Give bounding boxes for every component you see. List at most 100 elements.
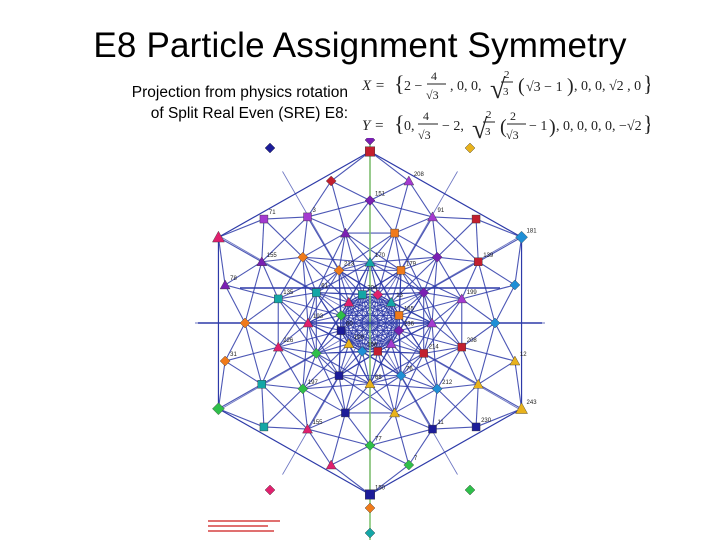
diagram-edge <box>391 292 424 303</box>
diagram-edge <box>330 412 346 466</box>
node-label: 226 <box>283 338 294 344</box>
diagram-edge <box>398 298 462 316</box>
svg-text:{: { <box>394 111 405 136</box>
diagram-edge <box>302 257 309 324</box>
node-label: 213 <box>344 261 355 267</box>
diagram-edge <box>377 351 396 414</box>
particle-node <box>272 341 284 352</box>
diagram-edge <box>263 426 308 430</box>
diagram-edge <box>278 298 342 316</box>
diagram-edge <box>477 236 522 263</box>
particle-node <box>212 402 225 416</box>
diagram-edge <box>477 360 516 385</box>
diagram-edge <box>369 375 402 385</box>
diagram-edge <box>218 408 265 428</box>
particle-node <box>403 175 415 186</box>
node-label: 193 <box>313 314 324 320</box>
diagram-edge <box>423 322 433 354</box>
diagram-edge <box>369 261 402 271</box>
hexagon-edge <box>369 150 522 238</box>
svg-text:): ) <box>549 116 556 138</box>
diagram-edge <box>390 343 438 390</box>
diagram-edge <box>302 216 309 258</box>
diagram-spoke <box>369 322 458 475</box>
diagram-edge <box>369 428 433 447</box>
diagram-edge <box>277 346 304 390</box>
diagram-edge <box>436 388 477 428</box>
diagram-edge <box>278 346 317 354</box>
svg-text:{: { <box>394 71 405 96</box>
diagram-edge <box>316 352 371 385</box>
particle-node <box>311 348 322 359</box>
diagram-edge <box>217 360 226 409</box>
diagram-edge <box>307 180 332 218</box>
particle-node <box>333 265 345 276</box>
particle-node <box>472 378 484 389</box>
diagram-edge <box>423 292 462 300</box>
node-label: 179 <box>406 261 417 267</box>
diagram-edge <box>394 180 410 234</box>
particle-node <box>325 459 337 470</box>
diagram-edge <box>361 269 402 296</box>
node-label: 230 <box>481 418 492 424</box>
diagram-edge <box>400 256 438 271</box>
diagram-edge <box>348 302 363 352</box>
svg-text:√3: √3 <box>506 128 519 142</box>
particle-node <box>515 402 528 414</box>
particle-node <box>303 212 312 222</box>
diagram-edge <box>302 353 317 390</box>
diagram-edge <box>390 256 438 303</box>
diagram-edge <box>261 219 265 262</box>
node-label: 155 <box>313 420 324 426</box>
diagram-edge <box>330 464 371 495</box>
node-label: 156 <box>367 342 378 348</box>
diagram-edge <box>475 384 479 427</box>
node-label: 170 <box>375 253 386 259</box>
diagram-edge <box>338 315 342 376</box>
svg-text:0,: 0, <box>404 119 415 134</box>
diagram-edge <box>431 388 438 430</box>
legend-swatches <box>208 520 280 535</box>
diagram-edge <box>369 200 396 234</box>
projection-caption: Projection from physics rotation of Spli… <box>132 82 348 124</box>
node-label: 61 <box>321 284 328 290</box>
diagram-edge <box>432 216 477 220</box>
node-label: 212 <box>442 380 453 386</box>
diagram-edge <box>477 322 496 385</box>
diagram-edge <box>461 284 516 300</box>
particle-node <box>335 310 347 321</box>
diagram-edge <box>338 375 371 385</box>
x-formula: X = { 2 − 4 √3 , 0, 0, √ 2 3 ( √3 − 1 ) … <box>361 69 650 105</box>
diagram-edge <box>338 232 346 271</box>
particle-node <box>509 279 521 291</box>
diagram-edge <box>369 262 379 295</box>
x-formula-label: X = <box>361 78 385 94</box>
diagram-edge <box>278 292 317 300</box>
diagram-edge <box>344 412 371 446</box>
diagram-edge <box>316 292 363 296</box>
particle-node <box>302 317 314 328</box>
diagram-edge <box>302 232 346 258</box>
slide-title: E8 Particle Assignment Symmetry <box>93 26 627 65</box>
diagram-spoke <box>369 235 522 324</box>
diagram-edge <box>400 216 433 271</box>
diagram-edge <box>369 352 424 385</box>
node-label: 60 <box>346 322 353 328</box>
particle-node <box>471 422 481 432</box>
node-label: 12 <box>520 352 527 358</box>
diagram-edge <box>369 383 438 390</box>
node-label: 208 <box>414 172 425 178</box>
svg-text:2 −: 2 − <box>404 79 423 94</box>
particle-node <box>419 349 428 358</box>
diagram-edge <box>461 346 516 362</box>
diagram-edge <box>436 218 477 258</box>
diagram-edge <box>348 294 363 344</box>
diagram-edge <box>461 261 479 300</box>
diagram-edge <box>423 352 479 385</box>
diagram-edge <box>361 262 371 295</box>
diagram-edge <box>302 388 309 430</box>
node-label: 236 <box>404 322 415 328</box>
particle-node <box>364 527 376 539</box>
diagram-nodes <box>212 138 528 539</box>
e8-projection-diagram: 2366017968213212135139155208771150165100… <box>195 138 545 540</box>
